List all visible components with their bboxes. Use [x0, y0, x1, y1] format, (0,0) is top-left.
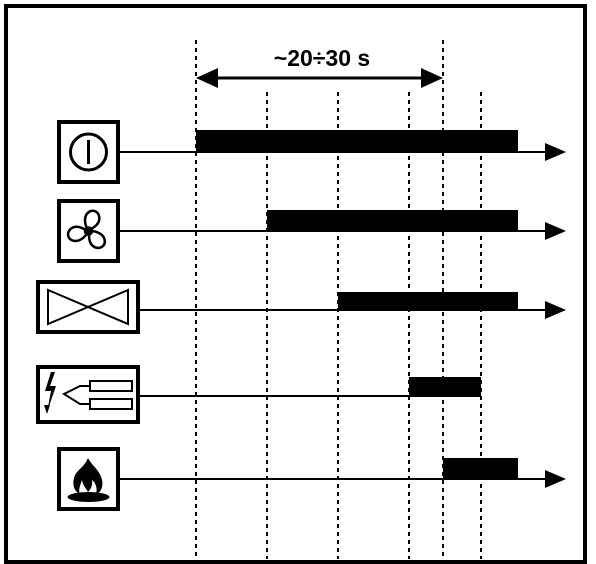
active-bar: [443, 458, 518, 479]
axis-arrow-icon: [545, 470, 566, 488]
active-bar: [409, 377, 481, 396]
timing-row-flame: [57, 447, 566, 511]
active-bar: [267, 210, 518, 231]
power-button-icon: [69, 132, 108, 172]
timing-row-power: [57, 120, 566, 184]
axis-arrow-icon: [545, 143, 566, 161]
active-bar: [338, 292, 518, 310]
axis-arrow-icon: [545, 301, 566, 319]
valve-icon: [47, 288, 129, 326]
dimension-arrow-right-icon: [421, 68, 443, 88]
duration-label: ~20÷30 s: [274, 45, 370, 71]
duration-dimension: ~20÷30 s: [196, 45, 443, 88]
axis-arrow-icon: [545, 222, 566, 240]
ignition-electrode-icon: [44, 372, 133, 414]
flame-icon: [67, 458, 110, 502]
timing-row-fan: [57, 199, 566, 263]
icon-box: [36, 365, 140, 424]
timing-row-ignition: [36, 365, 481, 424]
active-bar: [196, 130, 518, 152]
dimension-arrow-left-icon: [196, 68, 218, 88]
timing-row-valve: [36, 280, 566, 334]
fan-icon: [66, 209, 107, 250]
